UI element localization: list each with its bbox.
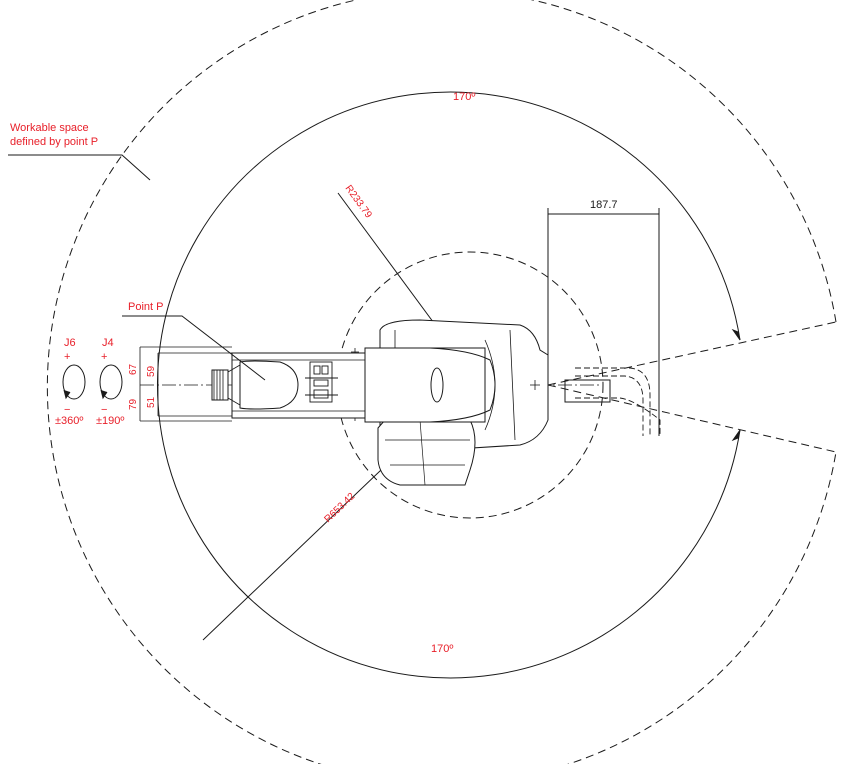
r-inner-label: R233.79 [343, 183, 374, 220]
j4-range-label: ±190º [96, 415, 124, 427]
dim-67-label: 67 [128, 363, 139, 375]
robot-upper-arm [364, 347, 486, 423]
j4-plus: + [101, 351, 107, 363]
dim-51-label: 51 [146, 396, 157, 408]
wrist-mechanism [305, 361, 338, 403]
tool-flange [564, 379, 611, 403]
robot-upper-arm-taper [429, 347, 496, 423]
workable-space-leader [8, 154, 151, 181]
angle-bottom-label: 170º [431, 643, 453, 655]
arc-arrow-bottom [731, 429, 741, 442]
flange-ribs [213, 370, 224, 400]
robot-lower-motor-detail [385, 419, 470, 486]
cable-lines [575, 367, 661, 436]
outer-limit-line-top [547, 321, 837, 386]
workable-space-label-2: defined by point P [10, 136, 98, 148]
dim-79-label: 79 [128, 398, 139, 410]
outer-workspace-boundary [46, 0, 837, 764]
outer-limit-line-bottom [547, 384, 837, 453]
j4-label: J4 [102, 337, 114, 349]
angle-top-label: 170º [453, 91, 475, 103]
j6-rotation-icon [62, 364, 86, 400]
point-p-label: Point P [128, 301, 163, 313]
robot-wrist-head [239, 360, 299, 410]
workable-space-label-1: Workable space [10, 122, 89, 134]
j6-range-label: ±360º [55, 415, 83, 427]
j4-minus: − [101, 404, 107, 416]
j6-minus: − [64, 404, 70, 416]
arc-arrow-top [731, 328, 741, 341]
dim-187-label: 187.7 [590, 199, 618, 211]
dim-59-label: 59 [146, 365, 157, 377]
point-p-leader [122, 315, 266, 381]
r-outer-label: R653.42 [322, 491, 357, 525]
robot-lower-motor [377, 419, 476, 486]
robot-arm-slot [430, 367, 444, 403]
j6-plus: + [64, 351, 70, 363]
j4-rotation-icon [99, 364, 123, 400]
j6-label: J6 [64, 337, 76, 349]
wrist-connector [227, 364, 241, 406]
